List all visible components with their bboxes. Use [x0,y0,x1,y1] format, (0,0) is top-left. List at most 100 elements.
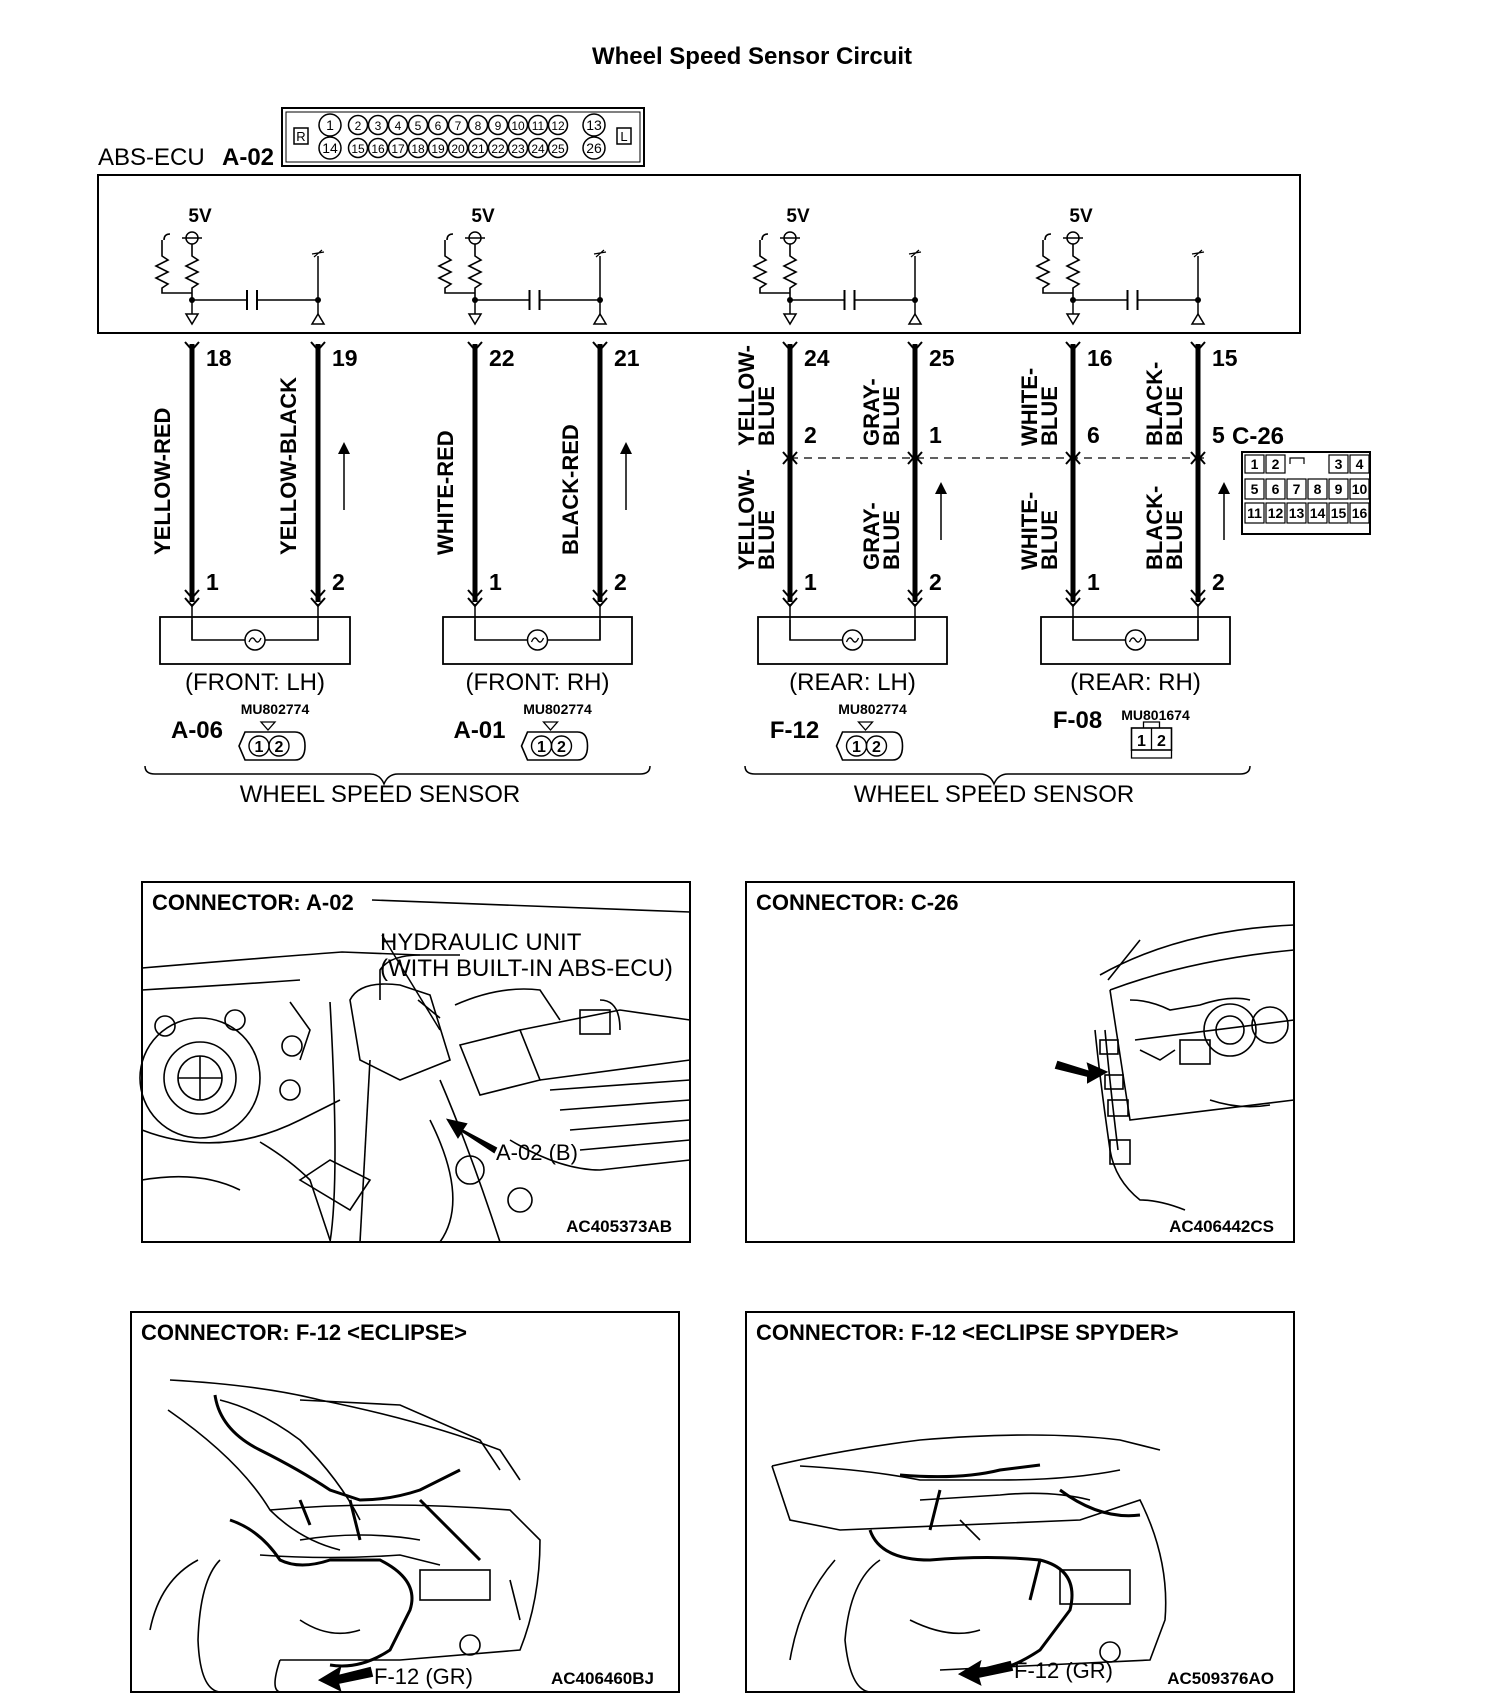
panel-a02-arrow-label: A-02 (B) [496,1140,578,1165]
ecu-pin-row1-circle [387,114,409,136]
ecu-pin-row2-circle [547,137,569,159]
ecu-pin-number: 20 [451,142,465,156]
wire-color-label-line1: YELLOW- [734,345,759,446]
ecu-pin-label: 25 [929,345,955,371]
sensor-coil-icon [1124,629,1147,651]
ecu-pin-row2-circle [467,137,489,159]
sensor-part-number: MU802774 [523,701,592,717]
panel-f12-eclipse-arrow-icon [317,1665,374,1692]
c26-pin-number: 10 [1352,481,1368,497]
ecu-pin-number: 11 [532,119,545,133]
pullup-resistor-icon [184,244,200,300]
ecu-pin-row2-circle [507,137,529,159]
sensor-connector-label: F-12 [770,717,819,744]
c26-cell [1349,478,1370,500]
sensor-pin-label: 1 [1087,569,1100,595]
ecu-pin-number: 21 [471,142,485,156]
wire-color-label-line2: BLUE [754,386,779,446]
c26-pin-number: 4 [1356,456,1364,472]
ecu-pin-row1-circle [427,114,449,136]
sensor-coil-icon [841,629,864,651]
ecu-pin-label: 15 [1212,345,1238,371]
sensor-box [1040,616,1231,665]
panel-a02-callout-line2: (WITH BUILT-IN ABS-ECU) [380,955,673,982]
sensor-box [442,616,633,665]
panel-f12-eclipse-title: CONNECTOR: F-12 <ECLIPSE> [141,1320,467,1345]
panel-connector-f12-eclipse: CONNECTOR: F-12 <ECLIPSE> F-12 (GR) AC40… [130,1311,680,1693]
ecu-box [97,174,1301,334]
sensor-position-label: (FRONT: LH) [185,669,325,696]
ecu-pin-row1-circle [407,114,429,136]
sensor-box [757,616,948,665]
c26-pin-number: 16 [1352,505,1368,521]
ecu-pin-number: 5 [415,119,422,133]
ecu-pin-number: 7 [455,119,462,133]
c26-pin-number: 13 [1289,505,1305,521]
ecu-pin-number: 16 [371,142,385,156]
ecu-pin-row2-circle [447,137,469,159]
sensor-part-number: MU802774 [241,701,310,717]
ecu-pin-row1-circle [547,114,569,136]
ecu-pin-number: 10 [511,119,525,133]
sensor-box [159,616,351,665]
supply-voltage-label: 5V [1069,206,1093,227]
ecu-pin-row2-circle [582,136,606,160]
sensor-connector-pin: 2 [872,739,881,756]
c26-cell [1307,502,1328,524]
ecu-pin-label: 24 [804,345,830,371]
spyder-rear-illustration [771,1434,1167,1693]
panel-f12-spyder-arrow-icon [957,1659,1014,1686]
ecu-pin-row2-circle [427,137,449,159]
rear-group-label: WHEEL SPEED SENSOR [854,781,1135,808]
ecu-pin-label: 19 [332,345,358,371]
c26-cell [1328,454,1349,474]
sensor-connector-pin: 1 [1137,733,1146,750]
panel-f12-spyder-title: CONNECTOR: F-12 <ECLIPSE SPYDER> [756,1320,1179,1345]
ecu-pin-number: 9 [495,119,502,133]
sensor-pin-label: 1 [804,569,817,595]
pullup-resistor-icon [782,244,798,300]
panel-f12-eclipse-code: AC406460BJ [551,1669,654,1688]
c26-cell [1328,502,1349,524]
panel-connector-c26: CONNECTOR: C-26 AC406442CS [745,881,1295,1243]
pullup-resistor-icon [467,244,483,300]
ecu-pin-number: 1 [326,117,334,133]
engine-bay-illustration [139,899,691,1243]
c26-pin-number: 8 [1314,481,1322,497]
c26-pin-number: 15 [1331,505,1347,521]
c26-pin-number: 5 [1251,481,1259,497]
ecu-pin-row1-circle [447,114,469,136]
ecu-terminal-icon [907,312,923,325]
panel-a02-arrow-icon [445,1118,498,1154]
ground-icon [311,249,325,258]
wire-color-label: YELLOW-RED [150,408,175,555]
ecu-pin-row2-circle [367,137,389,159]
wire-color-label-line2: BLUE [1037,386,1062,446]
wire-color-label: BLACK-RED [558,424,583,555]
ecu-pin-number: 26 [586,140,602,156]
ecu-pin-row1-circle [318,113,342,137]
ecu-pin-label: 21 [614,345,640,371]
front-group-label: WHEEL SPEED SENSOR [240,781,521,808]
ecu-pin-row2-circle [387,137,409,159]
wire-color-label-line1: GRAY- [859,378,884,446]
ecu-pin-number: 18 [411,142,425,156]
ecu-pin-number: 6 [435,119,442,133]
ecu-pin-row1-circle [367,114,389,136]
ecu-pin-row2-circle [527,137,549,159]
ecu-pin-number: 15 [351,142,365,156]
ecu-terminal-icon [1065,313,1081,326]
sensor-connector-face [238,731,306,761]
c26-cell [1265,454,1286,474]
bias-resistor-icon [154,233,192,294]
ecu-terminal-icon [592,312,608,325]
panel-c26-arrow-icon [1054,1060,1109,1084]
panel-a02-title: CONNECTOR: A-02 [152,890,354,915]
wire-color-label-line2: BLUE [754,510,779,570]
ecu-pin-row2-circle [318,136,342,160]
sensor-part-number: MU801674 [1121,707,1190,723]
c26-pin-number: 11 [1247,505,1262,521]
